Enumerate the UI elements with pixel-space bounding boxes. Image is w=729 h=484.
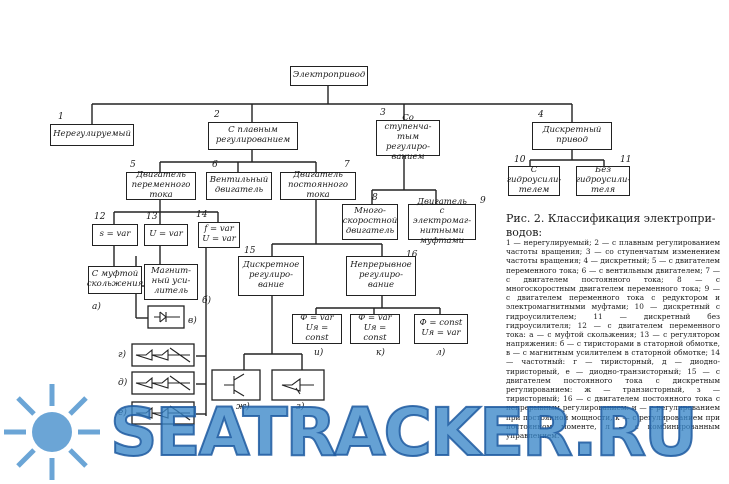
box-em-clutch-motor: Двигатель с электромаг- нитными муфтами (408, 197, 476, 246)
box-multispeed-motor: Много- скоростной двигатель (342, 204, 398, 240)
node-number: 7 (344, 160, 350, 170)
box-without-hydro: Без гидроусили- теля (575, 165, 631, 196)
box-continuous-regulation: Непрерывное регулиро- вание (346, 256, 416, 296)
figure-caption: Рис. 2. Классификация электропри- водов: (506, 212, 716, 239)
sub-label: л) (436, 348, 446, 358)
box-discrete-drive: Дискретный привод (532, 122, 612, 150)
node-number: 10 (514, 155, 526, 165)
box-magnetic-amplifier: Магнит- ный уси- литель (144, 264, 198, 300)
node-number: 8 (372, 193, 378, 203)
box-dc-motor: Двигатель постоянного тока (280, 170, 356, 200)
node-number: 9 (480, 196, 486, 206)
sub-label: б) (202, 296, 212, 306)
sub-label: г) (118, 350, 127, 360)
node-number: 15 (244, 246, 256, 256)
box-discrete-regulation: Дискретное регулиро- вание (238, 256, 304, 296)
node-number: 11 (620, 155, 632, 165)
sub-label: з) (296, 402, 305, 412)
node-number: 2 (214, 110, 220, 120)
box-unregulated: Нерегулируемый (50, 124, 134, 146)
node-number: 13 (146, 212, 158, 222)
box-option-k: Ф = var Uя = const (350, 313, 400, 344)
sub-label: д) (118, 378, 128, 388)
box-option-l: Ф = const Uя = var (414, 314, 468, 344)
sub-label: к) (376, 348, 385, 358)
sub-label: е) (118, 408, 127, 418)
box-with-hydro: С гидроусили- телем (506, 165, 562, 196)
box-option-i: Ф = var Uя = const (292, 313, 342, 344)
watermark-text: SEATRACKER.RU (109, 393, 699, 472)
figure-legend: 1 — нерегулируемый; 2 — с плавным регули… (506, 238, 720, 440)
box-smooth-regulation: С плавным регулированием (208, 122, 298, 150)
node-number: 3 (380, 108, 386, 118)
sub-label: в) (188, 316, 197, 326)
node-number: 4 (538, 110, 544, 120)
sub-label: и) (314, 348, 324, 358)
sub-label: ж) (236, 402, 250, 412)
node-number: 16 (406, 250, 418, 260)
node-number: 12 (94, 212, 106, 222)
box-ac-motor: Двигатель переменного тока (126, 170, 196, 200)
box-slip-clutch: С муфтой скольжения (87, 266, 143, 294)
box-u-var: U = var (144, 224, 188, 246)
box-f-u-var: f = var U = var (198, 222, 240, 248)
sub-label: а) (92, 302, 101, 312)
box-valve-motor: Вентильный двигатель (206, 172, 272, 200)
box-step-regulation: Со ступенча- тым регулиро- ванием (376, 113, 440, 162)
node-number: 14 (196, 210, 208, 220)
node-number: 6 (212, 160, 218, 170)
sun-logo-icon (4, 384, 100, 480)
node-number: 1 (58, 112, 64, 122)
box-s-var: s = var (92, 224, 138, 246)
node-number: 5 (130, 160, 136, 170)
box-root: Электропривод (290, 66, 368, 86)
